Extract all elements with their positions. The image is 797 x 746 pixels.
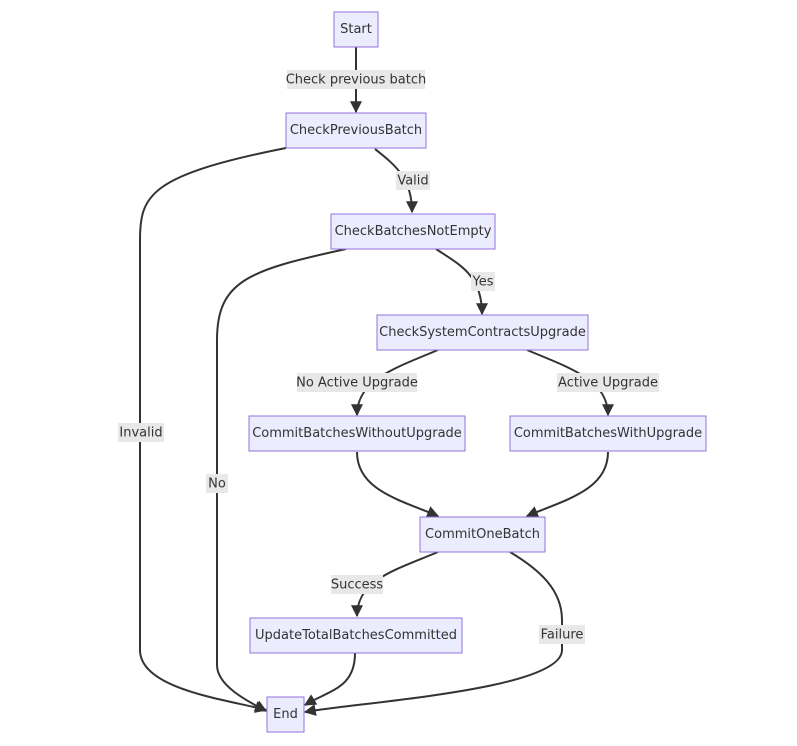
- edge-check-previous-to-end: [139, 147, 287, 713]
- node-commit-batches-with-upgrade-label: CommitBatchesWithUpgrade: [514, 426, 702, 441]
- edge-label-no-text: No: [208, 477, 226, 492]
- node-check-previous-batch[interactable]: CheckPreviousBatch: [285, 112, 427, 149]
- node-end-label: End: [273, 707, 298, 722]
- edge-commit-one-to-end: [303, 551, 563, 716]
- edge-check-not-empty-to-end: [216, 248, 347, 712]
- edge-labels: Check previous batch Valid Invalid Yes N…: [118, 70, 659, 644]
- edge-label-no-active-upgrade-text: No Active Upgrade: [296, 376, 418, 391]
- edge-label-failure-text: Failure: [541, 628, 584, 643]
- node-commit-batches-without-upgrade-label: CommitBatchesWithoutUpgrade: [252, 426, 462, 441]
- edge-label-no-active-upgrade: No Active Upgrade: [296, 373, 418, 392]
- edge-label-yes-text: Yes: [472, 275, 494, 290]
- edge-label-no: No: [206, 474, 228, 493]
- edge-update-total-to-end: [303, 652, 356, 706]
- edge-label-active-upgrade-text: Active Upgrade: [558, 376, 658, 391]
- node-commit-one-batch[interactable]: CommitOneBatch: [419, 516, 546, 553]
- edge-commit-without-to-commit-one: [356, 451, 440, 518]
- node-start[interactable]: Start: [333, 11, 379, 48]
- node-commit-one-batch-label: CommitOneBatch: [425, 527, 540, 542]
- edge-label-check-previous: Check previous batch: [286, 70, 427, 89]
- edge-label-active-upgrade: Active Upgrade: [557, 373, 659, 392]
- edge-label-success: Success: [331, 575, 384, 594]
- edge-label-failure: Failure: [539, 625, 585, 644]
- edge-label-invalid: Invalid: [118, 423, 164, 442]
- edge-commit-with-to-commit-one: [525, 451, 609, 518]
- node-check-previous-batch-label: CheckPreviousBatch: [290, 123, 422, 138]
- node-check-batches-not-empty[interactable]: CheckBatchesNotEmpty: [330, 213, 496, 250]
- node-start-label: Start: [340, 22, 372, 37]
- node-check-system-contracts-upgrade[interactable]: CheckSystemContractsUpgrade: [376, 314, 589, 351]
- edge-label-invalid-text: Invalid: [119, 426, 162, 441]
- edge-label-yes: Yes: [471, 272, 495, 291]
- node-commit-batches-without-upgrade[interactable]: CommitBatchesWithoutUpgrade: [248, 415, 466, 452]
- nodes: Start CheckPreviousBatch CheckBatchesNot…: [248, 11, 707, 733]
- edge-check-not-empty-to-check-upgrade: [435, 248, 488, 316]
- edge-label-valid-text: Valid: [397, 174, 428, 189]
- edge-label-check-previous-text: Check previous batch: [286, 73, 427, 88]
- node-update-total-batches-committed[interactable]: UpdateTotalBatchesCommitted: [249, 617, 463, 654]
- node-check-system-contracts-upgrade-label: CheckSystemContractsUpgrade: [379, 325, 586, 340]
- node-end[interactable]: End: [266, 696, 305, 733]
- node-check-batches-not-empty-label: CheckBatchesNotEmpty: [335, 224, 492, 239]
- node-update-total-batches-committed-label: UpdateTotalBatchesCommitted: [255, 628, 457, 643]
- node-commit-batches-with-upgrade[interactable]: CommitBatchesWithUpgrade: [509, 415, 707, 452]
- edge-label-valid: Valid: [396, 171, 430, 190]
- edge-label-success-text: Success: [331, 578, 384, 593]
